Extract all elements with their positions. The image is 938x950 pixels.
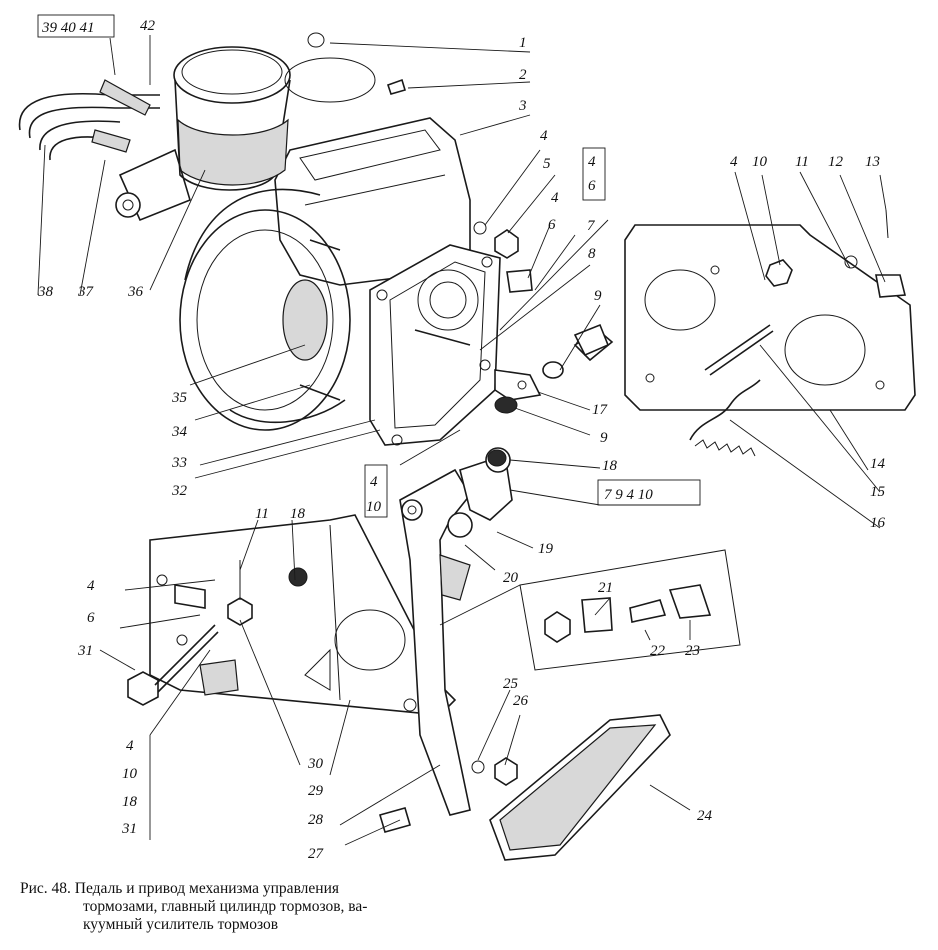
label-11b: 11 <box>795 154 809 170</box>
label-3: 3 <box>518 98 527 114</box>
label-24: 24 <box>697 808 713 824</box>
label-19: 19 <box>538 541 554 557</box>
fasteners <box>307 32 610 833</box>
label-9b: 9 <box>600 430 608 446</box>
callout-labels: 39 40 41 42 1 2 3 4 5 4 6 4 6 7 8 9 17 9… <box>37 18 886 862</box>
label-36: 36 <box>127 284 144 300</box>
label-17: 17 <box>592 402 609 418</box>
label-1: 1 <box>519 35 527 51</box>
pedal-arm <box>399 329 614 816</box>
label-boxes <box>37 14 701 840</box>
label-6b: 6 <box>87 610 95 626</box>
label-20: 20 <box>503 570 519 586</box>
label-23: 23 <box>685 643 700 659</box>
label-26: 26 <box>513 693 529 709</box>
label-28: 28 <box>308 812 324 828</box>
label-30: 30 <box>307 756 324 772</box>
label-32: 32 <box>171 483 188 499</box>
label-35: 35 <box>171 390 188 406</box>
master-cylinder <box>18 46 376 222</box>
label-9a: 9 <box>594 288 602 304</box>
label-33: 33 <box>171 455 187 471</box>
label-22: 22 <box>650 643 666 659</box>
box-left-4: 4 <box>126 738 134 754</box>
pedal-bracket <box>127 514 457 716</box>
label-6a: 6 <box>548 217 556 233</box>
box-mid-4: 4 <box>370 474 378 490</box>
label-25: 25 <box>503 676 519 692</box>
box-top-left-text: 39 40 41 <box>41 20 95 36</box>
right-bracket <box>624 209 916 457</box>
label-27: 27 <box>308 846 325 862</box>
caption-line-2: тормозами, главный цилиндр тормозов, ва- <box>83 898 368 915</box>
switch-group <box>519 549 741 671</box>
label-11a: 11 <box>255 506 269 522</box>
figure-caption: Рис. 48. Педаль и привод механизма управ… <box>20 880 490 934</box>
label-18b: 18 <box>290 506 306 522</box>
label-31: 31 <box>77 643 93 659</box>
label-29: 29 <box>308 783 324 799</box>
box-row-text: 7 9 4 10 <box>604 487 653 503</box>
label-8: 8 <box>588 246 596 262</box>
label-16: 16 <box>870 515 886 531</box>
box-mid-10: 10 <box>366 499 382 515</box>
label-37: 37 <box>77 284 95 300</box>
label-4a: 4 <box>540 128 548 144</box>
label-5: 5 <box>543 156 551 172</box>
label-34: 34 <box>171 424 188 440</box>
label-4b: 4 <box>551 190 559 206</box>
label-4c: 4 <box>87 578 95 594</box>
box-right-4: 4 <box>588 154 596 170</box>
vacuum-booster <box>179 117 501 446</box>
caption-line-3: куумный усилитель тормозов <box>83 916 279 933</box>
label-14: 14 <box>870 456 886 472</box>
label-2: 2 <box>519 67 527 83</box>
caption-line-1: Рис. 48. Педаль и привод механизма управ… <box>20 880 340 897</box>
label-4d: 4 <box>730 154 738 170</box>
label-38: 38 <box>37 284 54 300</box>
pedal-pad <box>489 714 671 861</box>
label-10: 10 <box>752 154 768 170</box>
box-left-18: 18 <box>122 794 138 810</box>
label-13: 13 <box>865 154 880 170</box>
label-15: 15 <box>870 484 886 500</box>
label-12: 12 <box>828 154 844 170</box>
label-7: 7 <box>587 218 596 234</box>
label-18a: 18 <box>602 458 618 474</box>
box-right-6: 6 <box>588 178 596 194</box>
leader-lines <box>37 35 887 846</box>
label-21: 21 <box>598 580 613 596</box>
box-left-31: 31 <box>121 821 137 837</box>
label-42: 42 <box>140 18 156 34</box>
box-left-10: 10 <box>122 766 138 782</box>
